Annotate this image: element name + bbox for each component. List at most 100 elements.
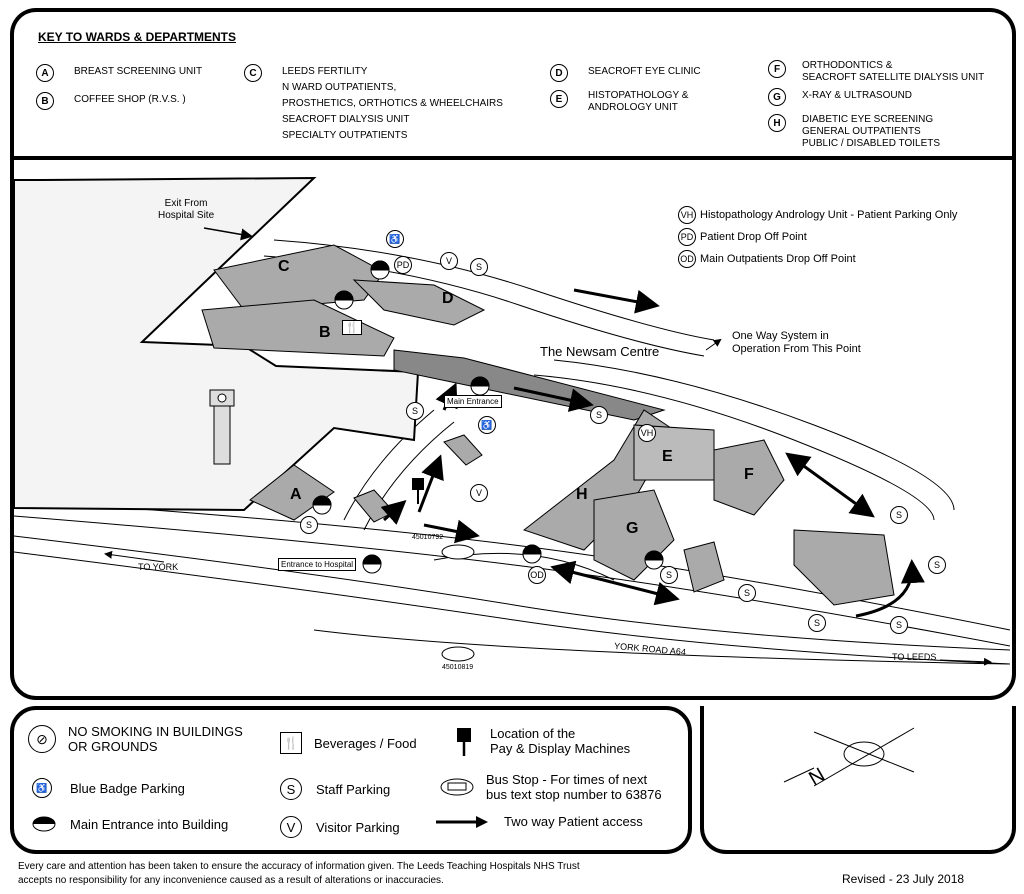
pd-marker: PD (394, 256, 412, 274)
blue-badge-parking-icon: ♿ (386, 230, 404, 248)
key-line: SEACROFT SATELLITE DIALYSIS UNIT (802, 72, 985, 83)
building-d-label: D (442, 290, 454, 307)
legend-staff-parking: S Staff Parking (280, 778, 390, 800)
building-g-label: G (626, 520, 639, 537)
key-line: SEACROFT EYE CLINIC (588, 66, 701, 77)
two-way-arrows (380, 288, 925, 618)
blue-badge-icon: ♿ (32, 778, 52, 798)
staff-parking-marker: S (300, 516, 318, 534)
key-title: KEY TO WARDS & DEPARTMENTS (38, 30, 237, 44)
key-letter-badge: C (244, 64, 262, 82)
key-line: SPECIALTY OUTPATIENTS (282, 130, 408, 141)
staff-parking-marker: S (406, 402, 424, 420)
key-item-e: E HISTOPATHOLOGY & ANDROLOGY UNIT (550, 90, 688, 114)
key-letter-badge: H (768, 114, 786, 132)
key-line: PROSTHETICS, ORTHOTICS & WHEELCHAIRS (282, 98, 503, 109)
pay-display-icon (457, 728, 471, 756)
two-way-arrow-icon (436, 815, 488, 828)
key-item-g: G X-RAY & ULTRASOUND (768, 88, 912, 106)
to-leeds-arrow (939, 657, 992, 666)
key-item-a: A BREAST SCREENING UNIT (36, 64, 202, 82)
staff-parking-marker: S (470, 258, 488, 276)
to-york-arrow (104, 550, 165, 563)
visitor-parking-marker: V (470, 484, 488, 502)
revised-date: Revised - 23 July 2018 (842, 872, 965, 886)
building-e-label: E (662, 448, 673, 465)
bus-stop-icon (440, 778, 474, 796)
vh-marker: VH (638, 424, 656, 442)
building-a-label: A (290, 486, 302, 503)
staff-parking-marker: S (890, 506, 908, 524)
key-letter-badge: E (550, 90, 568, 108)
key-line: ORTHODONTICS & (802, 60, 893, 71)
od-marker: OD (528, 566, 546, 584)
key-item-b: B COFFEE SHOP (R.V.S. ) (36, 92, 186, 110)
legend-main-entrance: Main Entrance into Building (32, 816, 228, 832)
staff-parking-marker: S (808, 614, 826, 632)
key-letter-badge: D (550, 64, 568, 82)
entrance-markers (312, 260, 664, 574)
to-york-label: TO YORK (138, 562, 179, 572)
bus-stop-number: 45010792 (412, 534, 444, 541)
key-item-d: D SEACROFT EYE CLINIC (550, 64, 701, 82)
staff-parking-marker: S (928, 556, 946, 574)
key-letter-badge: G (768, 88, 786, 106)
key-line: HISTOPATHOLOGY & (588, 90, 689, 101)
key-line: SEACROFT DIALYSIS UNIT (282, 114, 410, 125)
food-icon: 🍴 (342, 320, 362, 335)
key-line: N WARD OUTPATIENTS, (282, 82, 397, 93)
key-line: COFFEE SHOP (R.V.S. ) (74, 94, 186, 105)
key-letter-badge: A (36, 64, 54, 82)
legend-visitor-parking: V Visitor Parking (280, 816, 400, 838)
one-way-arrow (705, 338, 722, 351)
no-smoking-icon: ⊘ (28, 725, 56, 753)
building-c-label: C (278, 258, 290, 275)
key-line: DIABETIC EYE SCREENING (802, 114, 934, 125)
staff-parking-marker: S (590, 406, 608, 424)
compass-panel: N (700, 706, 1016, 854)
visitor-parking-icon: V (280, 816, 302, 838)
key-line: PUBLIC / DISABLED TOILETS (802, 138, 941, 149)
staff-parking-marker: S (890, 616, 908, 634)
staff-parking-marker: S (660, 566, 678, 584)
key-line: BREAST SCREENING UNIT (74, 66, 203, 77)
blue-badge-parking-icon: ♿ (478, 416, 496, 434)
clock-tower (209, 389, 235, 465)
staff-parking-icon: S (280, 778, 302, 800)
building-b-label: B (319, 324, 331, 341)
key-item-f: F ORTHODONTICS & SEACROFT SATELLITE DIAL… (768, 60, 984, 84)
food-icon: 🍴 (280, 732, 302, 754)
bus-stop-number: 45010819 (442, 664, 474, 671)
key-line: X-RAY & ULTRASOUND (802, 90, 913, 101)
main-entrance-label: Main Entrance (444, 395, 502, 408)
key-line: LEEDS FERTILITY (282, 66, 368, 77)
key-line: ANDROLOGY UNIT (588, 102, 678, 113)
building-h-label: H (576, 486, 588, 503)
key-letter-badge: F (768, 60, 786, 78)
map-drawing (14, 176, 1011, 666)
building-f-label: F (744, 466, 754, 483)
newsam-centre-label: The Newsam Centre (540, 344, 660, 359)
disclaimer: Every care and attention has been taken … (18, 861, 580, 886)
key-line: GENERAL OUTPATIENTS (802, 126, 921, 137)
legend-blue-badge: ♿ Blue Badge Parking (32, 778, 185, 798)
key-letter-badge: B (36, 92, 54, 110)
compass-icon (783, 727, 915, 787)
entrance-to-hospital-label: Entrance to Hospital (278, 558, 357, 571)
legend-two-way: Two way Patient access (434, 814, 643, 829)
visitor-parking-marker: V (440, 252, 458, 270)
pay-display-machine (412, 478, 424, 504)
key-item-c: C LEEDS FERTILITY N WARD OUTPATIENTS, PR… (244, 64, 503, 144)
exit-arrow (203, 227, 253, 241)
to-leeds-label: TO LEEDS (892, 652, 937, 662)
